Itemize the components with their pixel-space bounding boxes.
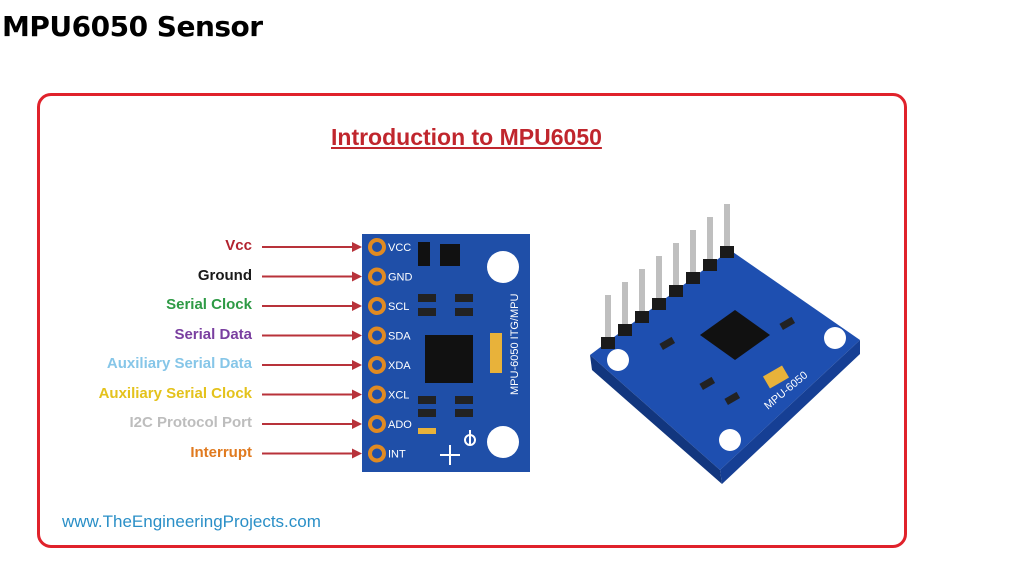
header-base	[601, 337, 615, 349]
resistor-icon	[455, 294, 473, 302]
pin-label: Serial Clock	[166, 296, 252, 313]
pin-label: Auxiliary Serial Data	[106, 355, 252, 372]
pin-label: Ground	[197, 266, 252, 284]
arrowhead-icon	[352, 271, 362, 282]
header-pin	[639, 269, 645, 321]
mounting-hole-icon	[487, 251, 519, 283]
pin-label: I2C Protocol Port	[129, 414, 252, 431]
board-side-text: MPU-6050 ITG/MPU	[509, 293, 521, 395]
header-pin	[673, 243, 679, 295]
axis-symbol-icon	[440, 430, 476, 465]
footer-url: www.TheEngineeringProjects.com	[62, 512, 321, 531]
arrowhead-icon	[352, 448, 362, 459]
pin-pad	[368, 238, 386, 256]
arrowhead-icon	[352, 330, 362, 341]
resistor-icon	[418, 294, 436, 302]
pin-label: Vcc	[225, 237, 252, 254]
arrowhead-icon	[352, 242, 362, 252]
pin-name: GND	[388, 272, 413, 284]
pin-pad	[368, 444, 386, 463]
header-base	[703, 259, 717, 271]
header-base	[686, 272, 700, 284]
resistor-icon	[418, 308, 436, 316]
pin-name: XDA	[388, 360, 411, 372]
pin-label: Serial Data	[174, 325, 252, 343]
arrowhead-icon	[352, 389, 362, 400]
header-base	[635, 311, 649, 323]
pin-name: XCL	[388, 390, 409, 402]
resistor-icon	[455, 308, 473, 316]
header-base	[618, 324, 632, 336]
led-icon	[418, 428, 436, 434]
arrowhead-icon	[352, 360, 362, 370]
pin-name: INT	[388, 449, 406, 461]
resistor-icon	[455, 396, 473, 404]
header-pins-3d	[601, 204, 734, 349]
component-icon	[440, 244, 460, 266]
header-pin	[724, 204, 730, 256]
pin-name: SCL	[388, 301, 409, 313]
capacitor-icon	[490, 333, 502, 373]
header-pin	[690, 230, 696, 282]
arrowhead-icon	[352, 301, 362, 311]
page-title: MPU6050 Sensor	[2, 10, 263, 43]
header-base	[652, 298, 666, 310]
resistor-icon	[455, 409, 473, 417]
header-pin	[605, 295, 611, 347]
mpu-chip	[425, 335, 473, 383]
pin-pad	[368, 267, 386, 286]
pin-pad	[368, 297, 386, 315]
pin-pad	[368, 326, 386, 345]
pin-label: Interrupt	[190, 443, 252, 461]
resistor-icon	[418, 396, 436, 404]
diagram-title: Introduction to MPU6050	[331, 124, 602, 150]
header-pin	[656, 256, 662, 308]
header-base	[669, 285, 683, 297]
pin-pad	[368, 356, 386, 374]
pin-name: VCC	[388, 242, 411, 254]
pin-pad	[368, 415, 386, 433]
regulator-icon	[418, 242, 430, 266]
header-pin	[622, 282, 628, 334]
pin-name: ADO	[388, 419, 412, 431]
header-pin	[707, 217, 713, 269]
pin-pad	[368, 385, 386, 404]
mounting-hole-icon	[487, 426, 519, 458]
arrowhead-icon	[352, 419, 362, 429]
module-board-3d	[590, 250, 860, 484]
header-base	[720, 246, 734, 258]
pin-label: Auxiliary Serial Clock	[98, 384, 252, 402]
pin-name: SDA	[388, 331, 411, 343]
resistor-icon	[418, 409, 436, 417]
